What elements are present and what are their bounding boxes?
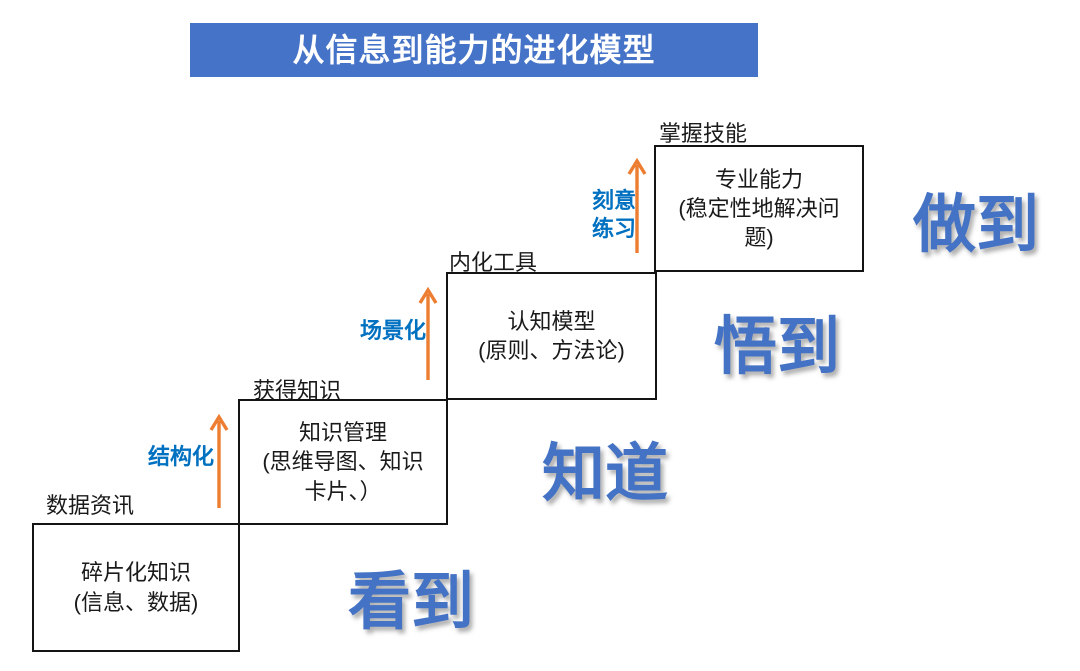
box-line: (原则、方法论) — [478, 338, 625, 363]
box-line: 碎片化知识 — [80, 560, 191, 586]
box-line: 题) — [744, 225, 774, 251]
up-arrow-icon — [626, 158, 648, 255]
step-box-4-text: 专业能力 (稳定性地解决问 题) — [678, 165, 839, 252]
box-line: 知识管理 — [298, 420, 387, 446]
diagram-title: 从信息到能力的进化模型 — [190, 23, 758, 77]
step-label-1: 数据资讯 — [46, 493, 135, 518]
box-line: 专业能力 — [714, 166, 803, 192]
box-line: 卡片、） — [304, 478, 382, 504]
stage-word-4: 做到 — [913, 190, 1039, 260]
stage-word-1: 看到 — [348, 567, 474, 637]
stage-word-2: 知道 — [542, 439, 668, 509]
up-arrow-icon — [417, 287, 439, 382]
box-line: (稳定性地解决问 — [678, 195, 840, 221]
step-label-3: 内化工具 — [449, 250, 538, 275]
step-box-3-text: 认知模型 (原则、方法论) — [478, 307, 625, 365]
step-box-1-text: 碎片化知识 (信息、数据) — [74, 558, 199, 616]
box-line: (信息、数据) — [73, 589, 199, 615]
step-box-2-text: 知识管理 (思维导图、知识 卡片、） — [262, 418, 423, 505]
step-box-3: 认知模型 (原则、方法论) — [446, 272, 657, 400]
box-line: 认知模型 — [507, 308, 596, 334]
step-label-2: 获得知识 — [253, 378, 342, 403]
step-label-4: 掌握技能 — [659, 121, 748, 146]
step-box-4: 专业能力 (稳定性地解决问 题) — [654, 145, 864, 272]
stage-word-3: 悟到 — [714, 312, 840, 382]
transition-label-2: 场景化 — [359, 318, 426, 343]
step-box-1: 碎片化知识 (信息、数据) — [32, 523, 240, 652]
up-arrow-icon — [208, 414, 230, 510]
transition-label-1: 结构化 — [147, 444, 214, 469]
step-box-2: 知识管理 (思维导图、知识 卡片、） — [238, 399, 448, 525]
transition-label-3: 刻意练习 — [591, 188, 636, 242]
box-line: (思维导图、知识 — [262, 449, 424, 475]
